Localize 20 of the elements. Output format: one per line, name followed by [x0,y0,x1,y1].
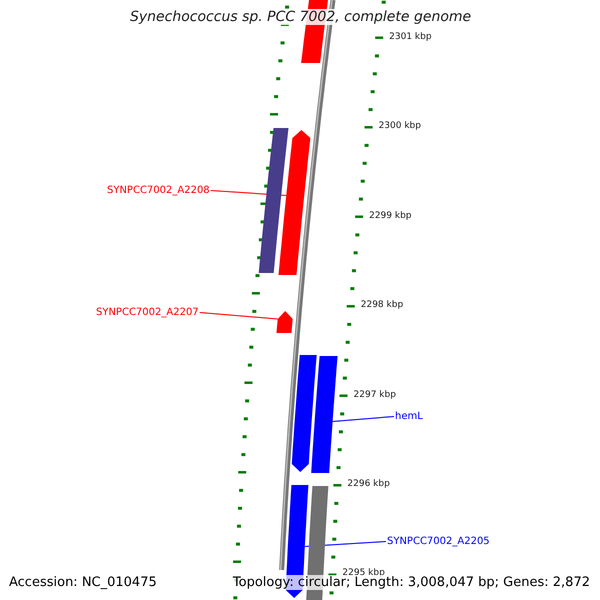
gene-label: SYNPCC7002_A2207 [96,307,199,318]
gene-label: SYNPCC7002_A2208 [107,185,210,196]
leader-line [332,416,394,422]
info-text: Topology: circular; Length: 3,008,047 bp; Genes: 2,872 [232,575,590,590]
gene-bar [276,311,293,333]
gene-bar [278,130,310,275]
scale-label: 2301 kbp [389,32,432,42]
gene-bar [311,356,338,473]
info-text: Accession: NC_010475 [9,575,157,590]
gene-label: hemL [395,411,423,422]
scale-label: 2297 kbp [354,390,396,400]
scale-label: 2298 kbp [360,300,404,310]
scale-label: 2300 kbp [378,121,421,132]
gene-bar [292,355,317,472]
leader-line [199,312,278,320]
gene-label: SYNPCC7002_A2205 [387,536,490,547]
gene-bar [258,128,288,273]
title: Synechococcus sp. PCC 7002, complete genome [130,9,470,25]
scale-label: 2299 kbp [369,210,412,221]
scale-label: 2296 kbp [347,479,390,489]
